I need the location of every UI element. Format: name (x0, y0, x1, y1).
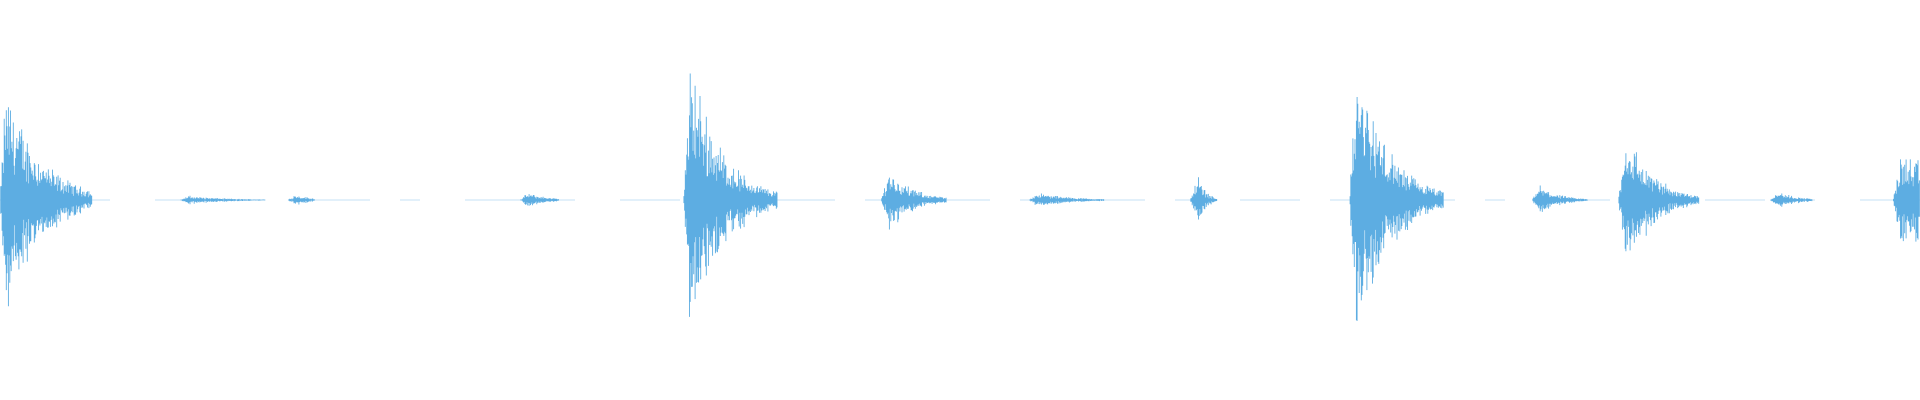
waveform-burst-02 (180, 195, 266, 205)
waveform-burst-01 (0, 107, 93, 307)
waveform-burst-03 (287, 196, 315, 205)
waveform-burst-05 (683, 73, 778, 317)
waveform-burst-06 (881, 177, 947, 230)
waveform-burst-07 (1029, 193, 1105, 205)
waveform-burst-04 (520, 194, 559, 206)
waveform-burst-10 (1532, 185, 1588, 212)
waveform-burst-13 (1893, 159, 1920, 242)
waveform-burst-08 (1190, 177, 1218, 220)
waveform-burst-11 (1618, 152, 1700, 252)
waveform-burst-09 (1349, 97, 1444, 321)
waveform-burst-12 (1770, 193, 1813, 207)
